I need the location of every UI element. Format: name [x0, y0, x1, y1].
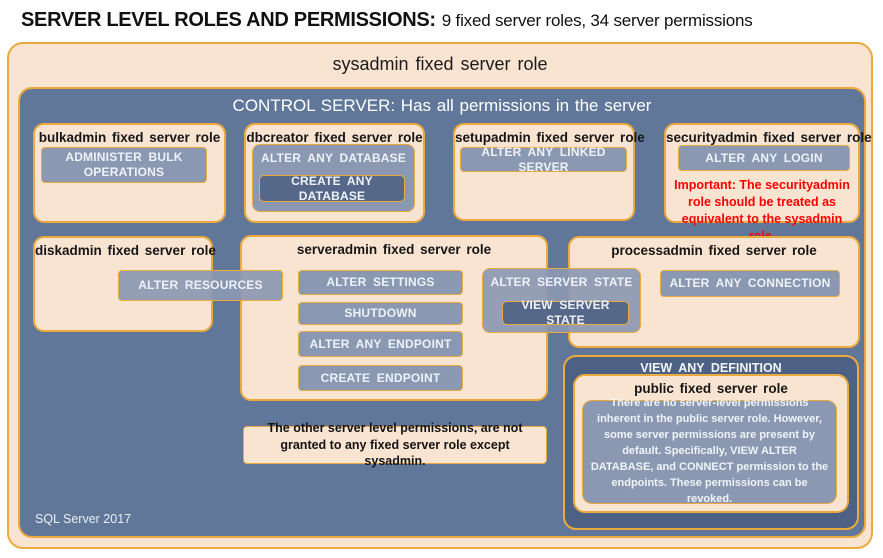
sql-server-version-label: SQL Server 2017 — [35, 512, 132, 526]
dbcreator-role-title: dbcreator fixed server role — [246, 130, 423, 145]
other-permissions-note: The other server level permissions, are … — [243, 421, 547, 468]
permission-alter-server-state-label: ALTER SERVER STATE — [490, 275, 633, 289]
sysadmin-role-box: sysadmin fixed server role CONTROL SERVE… — [7, 42, 873, 549]
securityadmin-role-title: securityadmin fixed server role — [666, 130, 872, 145]
control-server-label: CONTROL SERVER: Has all permissions in t… — [232, 96, 652, 115]
permission-alter-server-state: ALTER SERVER STATE VIEW SERVER STATE — [482, 268, 641, 333]
setupadmin-role-box: setupadmin fixed server role ALTER ANY L… — [453, 123, 645, 221]
sysadmin-role-label: sysadmin fixed server role — [332, 54, 548, 74]
permission-alter-settings: ALTER SETTINGS — [298, 270, 463, 295]
control-server-box: CONTROL SERVER: Has all permissions in t… — [18, 87, 872, 538]
page-title-main: SERVER LEVEL ROLES AND PERMISSIONS: — [21, 9, 436, 31]
permission-alter-resources: ALTER RESOURCES — [118, 270, 283, 301]
bulkadmin-role-title: bulkadmin fixed server role — [38, 130, 221, 145]
permission-view-server-state: VIEW SERVER STATE — [502, 298, 629, 327]
permission-alter-any-linked-server: ALTER ANY LINKED SERVER — [460, 145, 627, 174]
permission-alter-any-login: ALTER ANY LOGIN — [678, 145, 850, 171]
permission-create-any-database: CREATE ANY DATABASE — [259, 174, 405, 203]
permission-alter-any-connection: ALTER ANY CONNECTION — [660, 270, 840, 297]
view-any-definition-label: VIEW ANY DEFINITION — [640, 361, 782, 375]
page-title: SERVER LEVEL ROLES AND PERMISSIONS: 9 fix… — [21, 9, 753, 32]
diskadmin-role-title: diskadmin fixed server role — [35, 243, 216, 258]
serveradmin-role-title: serveradmin fixed server role — [296, 242, 492, 257]
public-role-title: public fixed server role — [634, 381, 788, 396]
page-title-subtitle: 9 fixed server roles, 34 server permissi… — [441, 11, 753, 30]
public-role-description: There are no server-level permissions in… — [582, 397, 837, 505]
public-role-box: public fixed server role There are no se… — [573, 374, 849, 513]
view-any-definition-box: VIEW ANY DEFINITION public fixed server … — [563, 355, 859, 530]
permission-alter-any-database: ALTER ANY DATABASE CREATE ANY DATABASE — [252, 144, 415, 212]
securityadmin-role-box: securityadmin fixed server role ALTER AN… — [664, 123, 872, 243]
setupadmin-role-title: setupadmin fixed server role — [455, 130, 645, 145]
processadmin-role-title: processadmin fixed server role — [611, 243, 817, 258]
securityadmin-warning-text: Important: The securityadmin role should… — [674, 178, 850, 243]
permission-alter-any-database-label: ALTER ANY DATABASE — [261, 151, 406, 165]
permission-create-endpoint: CREATE ENDPOINT — [298, 365, 463, 391]
permission-shutdown: SHUTDOWN — [298, 302, 463, 325]
dbcreator-role-box: dbcreator fixed server role ALTER ANY DA… — [244, 123, 425, 223]
permission-administer-bulk-operations: ADMINISTER BULK OPERATIONS — [41, 147, 207, 183]
bulkadmin-role-box: bulkadmin fixed server role ADMINISTER B… — [33, 123, 226, 223]
permission-alter-any-endpoint: ALTER ANY ENDPOINT — [298, 331, 463, 357]
